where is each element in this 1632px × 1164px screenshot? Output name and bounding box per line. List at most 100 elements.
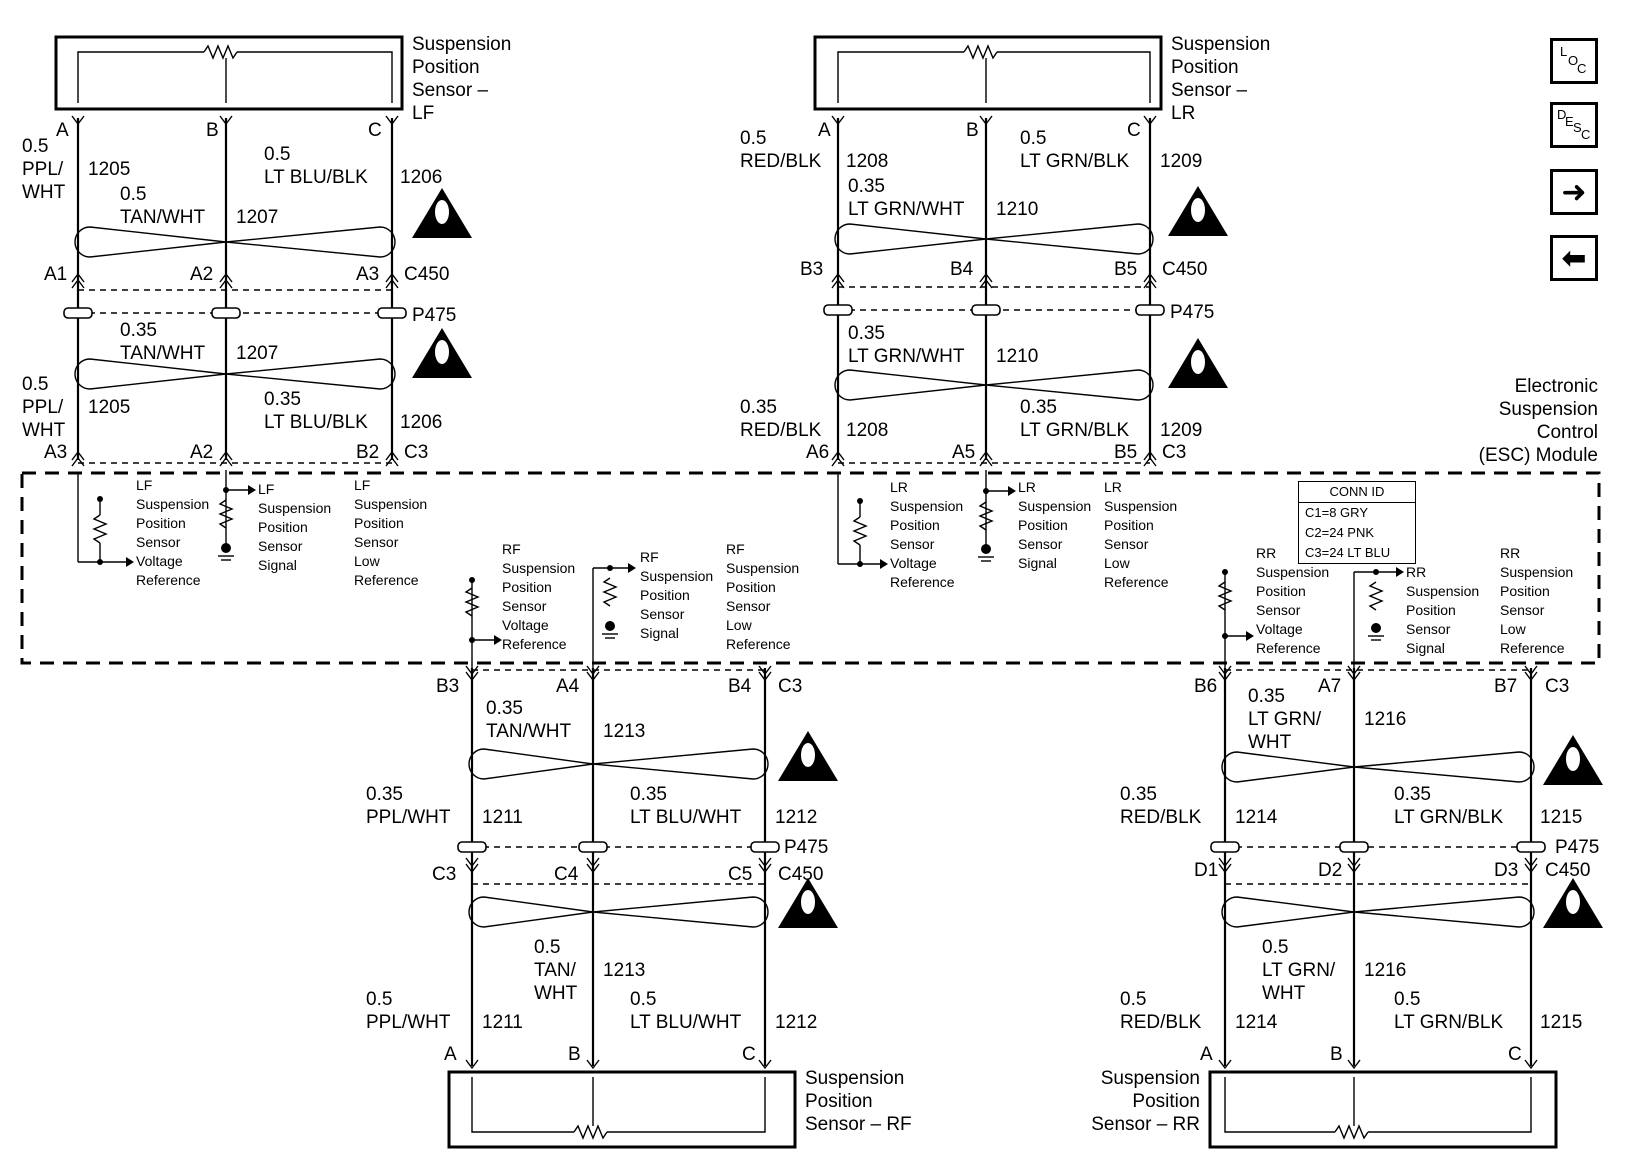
rr-pin-labels: B6 A7 B7 C3 P475 D1 D2 D3 C450 A B C — [1194, 676, 1599, 1065]
svg-text:Suspension: Suspension — [258, 500, 331, 516]
svg-text:Suspension: Suspension — [136, 496, 209, 512]
conn-id-table: CONN ID C1=8 GRY C2=24 PNK C3=24 LT BLU — [1298, 481, 1416, 564]
rf-pin-labels: B3 A4 B4 C3 P475 C3 C4 C5 C450 A B C — [432, 676, 828, 1065]
svg-text:1213: 1213 — [603, 960, 645, 981]
svg-text:P475: P475 — [784, 837, 828, 858]
rf-vref-label: RF Suspension Position Sensor Voltage Re… — [502, 541, 575, 652]
svg-text:RED/BLK: RED/BLK — [740, 151, 822, 172]
svg-text:Position: Position — [136, 515, 186, 531]
lr-sensor-label: Suspension Position Sensor – LR — [1171, 34, 1270, 124]
svg-text:LR: LR — [1018, 479, 1036, 495]
svg-text:RF: RF — [726, 541, 745, 557]
svg-text:0.35: 0.35 — [630, 784, 667, 805]
svg-text:0.35: 0.35 — [366, 784, 403, 805]
svg-text:C450: C450 — [1162, 259, 1207, 280]
description-button[interactable]: D E S C — [1550, 102, 1598, 148]
svg-text:B5: B5 — [1114, 259, 1137, 280]
svg-text:D2: D2 — [1318, 860, 1342, 881]
svg-text:0.35: 0.35 — [264, 389, 301, 410]
svg-text:TAN/WHT: TAN/WHT — [120, 207, 206, 228]
svg-text:1214: 1214 — [1235, 1012, 1278, 1033]
svg-text:C3: C3 — [778, 676, 802, 697]
svg-text:B: B — [966, 120, 979, 141]
conn-id-row: C3=24 LT BLU — [1305, 545, 1391, 560]
lf-vref-label: LF Suspension Position Sensor Voltage Re… — [136, 477, 209, 588]
warning-icons — [412, 186, 1603, 928]
svg-text:C3: C3 — [1545, 676, 1569, 697]
warning-icon — [412, 188, 472, 238]
svg-text:C3: C3 — [404, 442, 428, 463]
svg-text:Position: Position — [890, 517, 940, 533]
svg-text:Low: Low — [726, 617, 753, 633]
svg-text:Suspension: Suspension — [890, 498, 963, 514]
svg-text:LF: LF — [412, 103, 434, 124]
svg-text:1211: 1211 — [482, 1012, 523, 1033]
svg-text:Position: Position — [1406, 602, 1456, 618]
svg-text:A: A — [444, 1044, 457, 1065]
svg-text:Suspension: Suspension — [805, 1068, 904, 1089]
previous-page-button[interactable]: ⬅ — [1550, 235, 1598, 281]
svg-text:Voltage: Voltage — [1256, 621, 1303, 637]
svg-text:Suspension: Suspension — [1500, 564, 1573, 580]
svg-text:Position: Position — [726, 579, 776, 595]
connector-dash-lines — [78, 286, 1531, 885]
rf-sensor-box — [447, 1070, 797, 1149]
svg-text:Control: Control — [1537, 422, 1598, 443]
svg-text:LT BLU/BLK: LT BLU/BLK — [264, 412, 368, 433]
svg-text:1209: 1209 — [1160, 151, 1202, 172]
svg-text:C3: C3 — [432, 864, 456, 885]
twisted-pair-symbols — [74, 223, 1535, 928]
svg-text:TAN/WHT: TAN/WHT — [486, 721, 572, 742]
svg-text:Position: Position — [805, 1091, 873, 1112]
location-button[interactable]: L O C — [1550, 38, 1598, 84]
svg-text:Voltage: Voltage — [502, 617, 549, 633]
svg-text:Signal: Signal — [258, 557, 297, 573]
svg-text:LF: LF — [354, 477, 370, 493]
warning-icon — [778, 878, 838, 928]
svg-text:LT GRN/BLK: LT GRN/BLK — [1394, 1012, 1503, 1033]
svg-text:1210: 1210 — [996, 199, 1038, 220]
svg-text:A: A — [818, 120, 831, 141]
svg-text:P475: P475 — [412, 305, 456, 326]
esc-module-label: Electronic Suspension Control (ESC) Modu… — [1479, 376, 1598, 466]
svg-text:B: B — [568, 1044, 581, 1065]
next-page-button[interactable]: ➜ — [1550, 169, 1598, 215]
svg-text:A6: A6 — [806, 442, 829, 463]
svg-text:B6: B6 — [1194, 676, 1217, 697]
svg-text:Sensor –: Sensor – — [1171, 80, 1247, 101]
svg-text:Position: Position — [1500, 583, 1550, 599]
arrow-left-icon: ⬅ — [1561, 241, 1587, 275]
svg-text:0.35: 0.35 — [848, 323, 885, 344]
svg-text:Sensor: Sensor — [354, 534, 399, 550]
svg-text:LT GRN/BLK: LT GRN/BLK — [1020, 420, 1129, 441]
svg-text:B5: B5 — [1114, 442, 1137, 463]
svg-text:0.5: 0.5 — [1262, 937, 1288, 958]
svg-text:Position: Position — [502, 579, 552, 595]
svg-text:Suspension: Suspension — [354, 496, 427, 512]
svg-text:0.5: 0.5 — [366, 989, 392, 1010]
esc-module-outline — [20, 471, 1601, 665]
svg-text:RED/BLK: RED/BLK — [740, 420, 822, 441]
svg-text:0.5: 0.5 — [264, 144, 290, 165]
svg-text:1211: 1211 — [482, 807, 523, 828]
rf-wire-labels: 0.35 TAN/WHT 1213 0.35 PPL/WHT 1211 0.35… — [366, 698, 817, 1033]
rr-low-label: RR Suspension Position Sensor Low Refere… — [1500, 545, 1573, 656]
svg-text:0.35: 0.35 — [848, 176, 885, 197]
svg-text:0.5: 0.5 — [1394, 989, 1420, 1010]
svg-text:0.35: 0.35 — [1394, 784, 1431, 805]
lr-sensor-box — [813, 35, 1163, 111]
svg-text:Reference: Reference — [136, 572, 201, 588]
svg-text:LF: LF — [136, 477, 152, 493]
svg-text:C: C — [368, 120, 382, 141]
svg-text:0.5: 0.5 — [630, 989, 656, 1010]
rf-sensor-label: Suspension Position Sensor – RF — [805, 1068, 912, 1135]
svg-text:0.5: 0.5 — [740, 128, 766, 149]
svg-text:Sensor: Sensor — [1104, 536, 1149, 552]
svg-text:Sensor: Sensor — [1406, 621, 1451, 637]
rf-low-label: RF Suspension Position Sensor Low Refere… — [726, 541, 799, 652]
svg-text:PPL/WHT: PPL/WHT — [366, 807, 451, 828]
warning-icon — [1168, 338, 1228, 388]
svg-text:0.5: 0.5 — [22, 374, 48, 395]
svg-text:A5: A5 — [952, 442, 975, 463]
svg-text:Position: Position — [1104, 517, 1154, 533]
